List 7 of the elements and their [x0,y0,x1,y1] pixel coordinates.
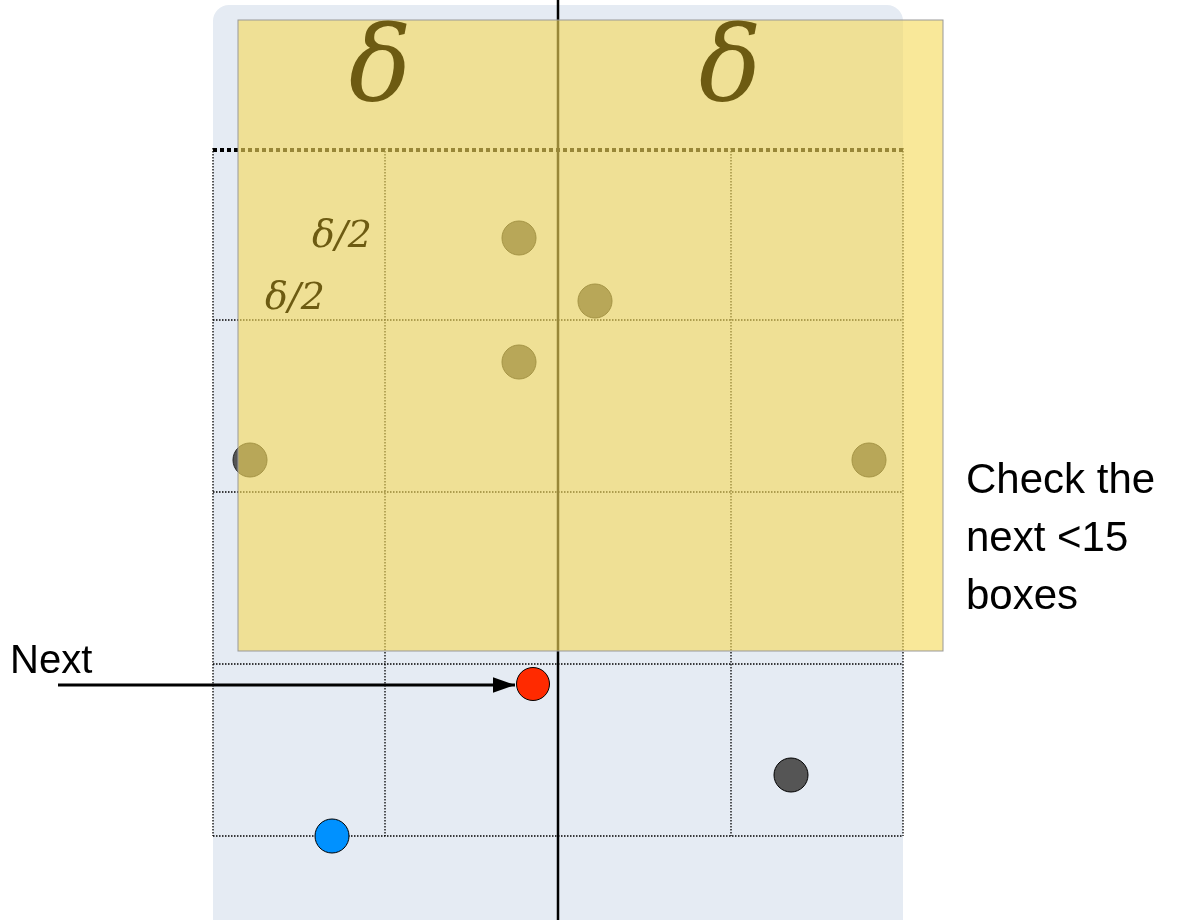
note-text: Check the next <15 boxes [966,454,1157,620]
half-delta-label: δ/2 [312,214,372,256]
delta-label: δ [697,8,763,123]
next-label: Next [10,636,120,686]
arrow [58,677,515,693]
delta-label: δ [347,8,413,123]
half-delta-label: δ/2 [265,276,325,318]
